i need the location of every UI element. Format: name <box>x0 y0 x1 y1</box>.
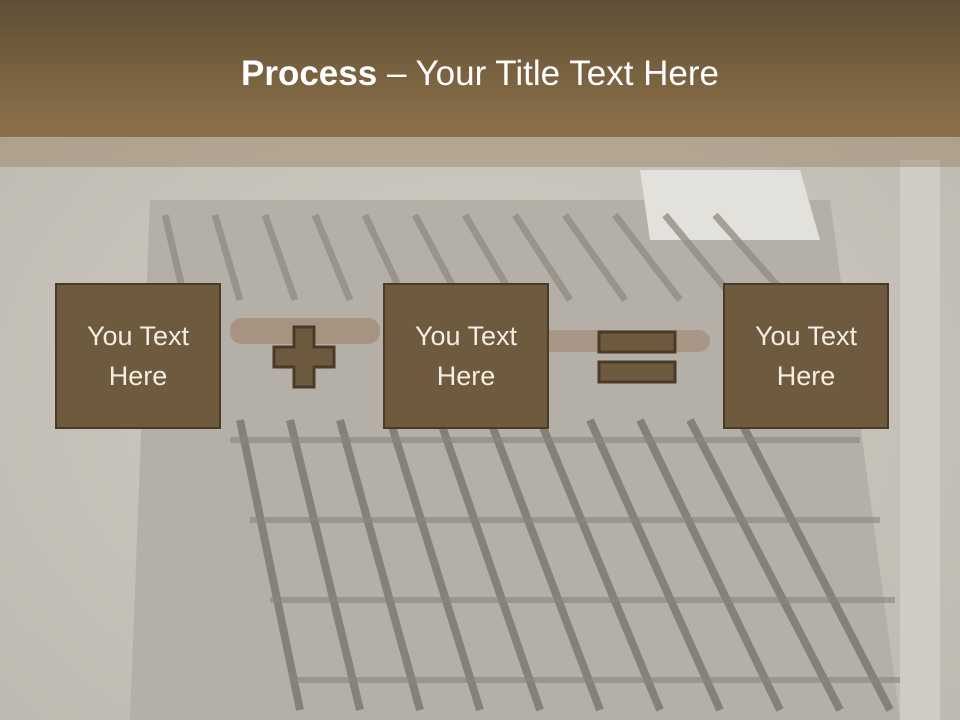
slide-title-rest: – Your Title Text Here <box>377 54 719 93</box>
title-bar-shadow-band <box>0 137 960 167</box>
slide-title: Process – Your Title Text Here <box>0 52 960 96</box>
process-box-1: You Text Here <box>55 283 221 429</box>
equals-icon <box>597 330 677 384</box>
process-box-2: You Text Here <box>383 283 549 429</box>
slide-title-bold: Process <box>241 54 378 93</box>
title-bar <box>0 0 960 137</box>
plus-icon <box>272 325 336 389</box>
process-box-3: You Text Here <box>723 283 889 429</box>
